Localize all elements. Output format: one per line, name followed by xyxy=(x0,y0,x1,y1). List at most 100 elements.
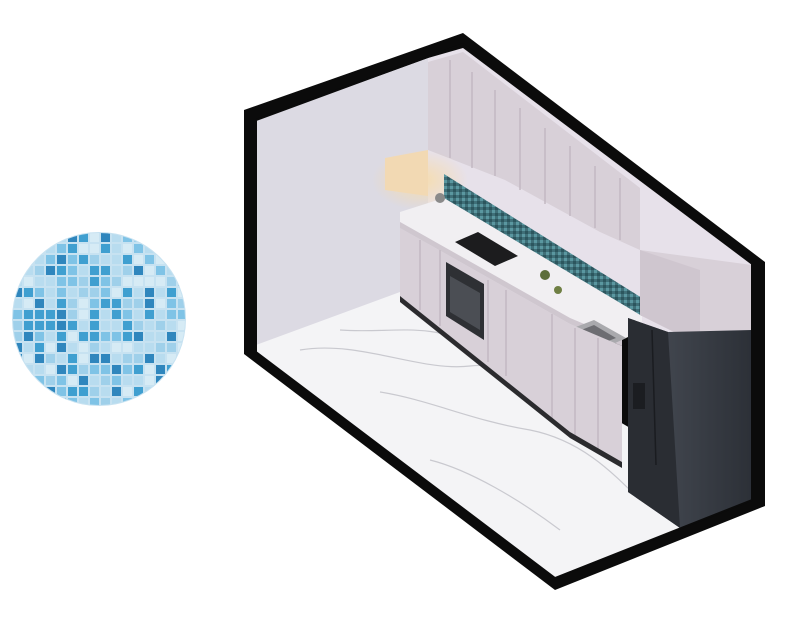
mosaic-tile xyxy=(123,332,132,341)
mosaic-tile xyxy=(68,376,77,385)
mosaic-tile xyxy=(178,277,185,286)
mosaic-tile xyxy=(79,255,88,264)
mosaic-tile xyxy=(24,321,33,330)
mosaic-tile xyxy=(167,233,176,242)
mosaic-tile xyxy=(167,277,176,286)
mosaic-tile xyxy=(156,244,165,253)
mosaic-tile xyxy=(156,332,165,341)
plant-pot-2 xyxy=(554,286,562,294)
mosaic-tile xyxy=(79,332,88,341)
mosaic-tile xyxy=(24,354,33,363)
mosaic-tile xyxy=(46,310,55,319)
mosaic-tile xyxy=(123,365,132,374)
mosaic-tile xyxy=(35,354,44,363)
mosaic-tile xyxy=(35,266,44,275)
room-inner-border xyxy=(255,42,753,580)
mosaic-tile xyxy=(46,365,55,374)
mosaic-tile xyxy=(35,321,44,330)
mosaic-tile xyxy=(156,310,165,319)
mosaic-tile xyxy=(134,376,143,385)
mosaic-tile xyxy=(46,255,55,264)
mosaic-tile xyxy=(134,277,143,286)
mosaic-tile xyxy=(13,365,22,374)
mosaic-tile xyxy=(35,365,44,374)
mosaic-tile xyxy=(178,332,185,341)
mosaic-tile xyxy=(24,343,33,352)
mosaic-tile xyxy=(57,266,66,275)
mosaic-tile xyxy=(156,233,165,242)
mosaic-tile xyxy=(90,398,99,405)
mosaic-tile xyxy=(101,332,110,341)
mosaic-tile xyxy=(145,288,154,297)
refrigerator-door-split xyxy=(651,329,657,466)
mosaic-tile xyxy=(123,244,132,253)
cooktop xyxy=(455,232,518,266)
mosaic-tile xyxy=(178,310,185,319)
mosaic-tile xyxy=(35,244,44,253)
mosaic-tile xyxy=(112,365,121,374)
mosaic-tile xyxy=(101,255,110,264)
mosaic-tile xyxy=(112,299,121,308)
mosaic-tile xyxy=(24,255,33,264)
mosaic-tile xyxy=(134,266,143,275)
mosaic-tile xyxy=(79,288,88,297)
mosaic-tile xyxy=(68,233,77,242)
mosaic-tile xyxy=(112,387,121,396)
plant-pot xyxy=(540,270,550,280)
mosaic-tile xyxy=(123,321,132,330)
mosaic-tile xyxy=(178,255,185,264)
mosaic-tile xyxy=(90,299,99,308)
mosaic-tile xyxy=(156,321,165,330)
mosaic-tile xyxy=(79,266,88,275)
mosaic-tile xyxy=(68,244,77,253)
mosaic-tile xyxy=(79,387,88,396)
mosaic-tile xyxy=(24,376,33,385)
mosaic-tile xyxy=(123,310,132,319)
mosaic-tile xyxy=(101,266,110,275)
mosaic-tile xyxy=(167,321,176,330)
mosaic-tile xyxy=(35,376,44,385)
mosaic-tile xyxy=(68,266,77,275)
mosaic-tile xyxy=(145,332,154,341)
mosaic-tile xyxy=(123,343,132,352)
mosaic-tile xyxy=(90,233,99,242)
mosaic-tile xyxy=(13,376,22,385)
mosaic-tile xyxy=(24,299,33,308)
mosaic-tile xyxy=(101,244,110,253)
mosaic-tile xyxy=(46,266,55,275)
refrigerator-side xyxy=(628,318,680,528)
mosaic-tile xyxy=(57,244,66,253)
mosaic-tile xyxy=(123,299,132,308)
mosaic-tile xyxy=(90,332,99,341)
mosaic-tile xyxy=(101,365,110,374)
mosaic-tile xyxy=(167,288,176,297)
mosaic-tile xyxy=(156,277,165,286)
mosaic-tile xyxy=(68,255,77,264)
mosaic-tile xyxy=(24,233,33,242)
mosaic-tile xyxy=(167,354,176,363)
mosaic-tile xyxy=(101,398,110,405)
mosaic-tile xyxy=(145,266,154,275)
mosaic-tile xyxy=(178,387,185,396)
mosaic-tile xyxy=(24,398,33,405)
mosaic-tile-swatch-icon xyxy=(12,232,186,406)
mosaic-tile xyxy=(145,277,154,286)
mosaic-tile xyxy=(13,387,22,396)
mosaic-tile xyxy=(167,310,176,319)
mosaic-tile xyxy=(123,255,132,264)
mosaic-tile xyxy=(156,288,165,297)
mosaic-tile xyxy=(145,376,154,385)
mosaic-tile xyxy=(24,266,33,275)
range-hood xyxy=(385,150,428,196)
mosaic-tile xyxy=(90,365,99,374)
mosaic-tile xyxy=(112,233,121,242)
mosaic-tile xyxy=(101,288,110,297)
mosaic-tile xyxy=(134,321,143,330)
mosaic-tile xyxy=(134,365,143,374)
mosaic-tile xyxy=(156,299,165,308)
mosaic-tile xyxy=(90,277,99,286)
mosaic-tile xyxy=(134,387,143,396)
mosaic-tile xyxy=(134,343,143,352)
mosaic-tile xyxy=(112,277,121,286)
